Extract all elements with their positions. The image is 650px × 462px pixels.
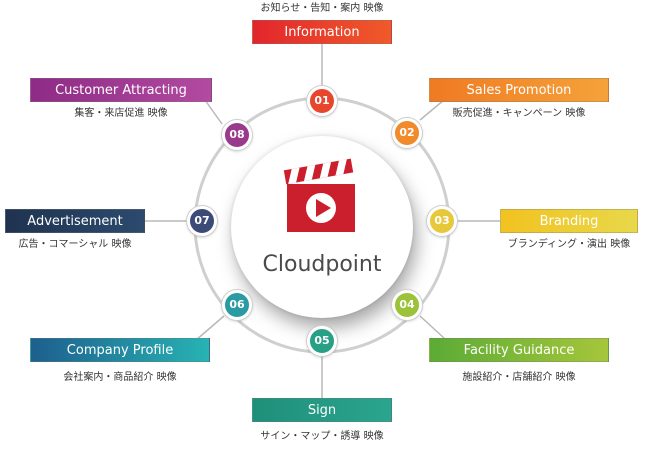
- item-06-title: Company Profile: [30, 338, 210, 362]
- item-05-description: サイン・マップ・誘導 映像: [260, 431, 384, 442]
- item-07-number-node: 07: [187, 206, 217, 236]
- item-01-description: お知らせ・告知・案内 映像: [260, 3, 384, 14]
- item-04-number-node: 04: [392, 290, 422, 320]
- item-04-description: 施設紹介・店舗紹介 映像: [462, 372, 576, 383]
- item-06-description: 会社案内・商品紹介 映像: [63, 372, 177, 383]
- connector-02: [419, 99, 445, 121]
- connector-06: [195, 315, 225, 341]
- item-01-number-node: 01: [307, 86, 337, 116]
- item-03-title: Branding: [500, 209, 638, 233]
- item-02-title: Sales Promotion: [429, 78, 609, 102]
- item-02-number-node: 02: [392, 118, 422, 148]
- item-07-title: Advertisement: [5, 209, 145, 233]
- connector-04: [419, 315, 445, 339]
- item-01-title: Information: [252, 20, 392, 44]
- item-06-number-node: 06: [222, 290, 252, 320]
- item-07-description: 広告・コマーシャル 映像: [18, 239, 132, 250]
- brand-name: Cloudpoint: [262, 252, 382, 277]
- item-02-description: 販売促進・キャンペーン 映像: [452, 108, 586, 119]
- item-08-title: Customer Attracting: [30, 78, 212, 102]
- item-03-number-node: 03: [427, 206, 457, 236]
- item-04-title: Facility Guidance: [429, 338, 609, 362]
- item-05-number-node: 05: [307, 326, 337, 356]
- item-03-description: ブランディング・演出 映像: [507, 239, 631, 250]
- item-08-number-node: 08: [222, 120, 252, 150]
- item-05-title: Sign: [252, 398, 392, 422]
- clapperboard-play-icon: [283, 158, 355, 232]
- connector-08: [204, 99, 223, 125]
- item-08-description: 集客・来店促進 映像: [74, 108, 168, 119]
